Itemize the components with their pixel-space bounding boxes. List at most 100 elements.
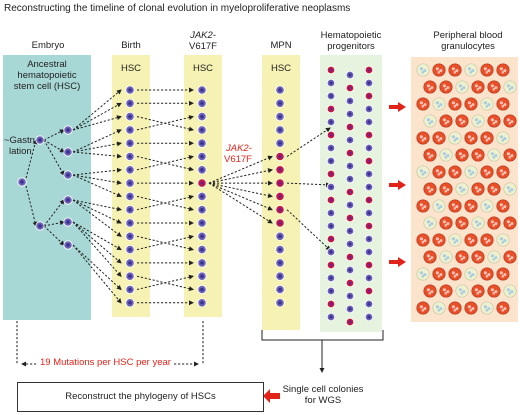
embryo-arrow-l2-2 [43,139,65,176]
arrow-to-mpn-4 [208,182,273,211]
birth-hsc-cell-1 [125,98,135,108]
progenitor-cell-5-2 [364,130,374,140]
progenitor-cell-1-0 [326,78,336,88]
arrow-to-birth-9 [72,199,122,212]
granulocyte-4-3 [464,131,478,145]
progenitor-cell-3-0 [326,104,336,114]
granulocyte-13-4 [487,284,501,298]
progenitor-cell-4-0 [326,117,336,127]
birth-hsc-cell-13 [125,258,135,268]
progenitor-cell-15-1 [345,265,355,275]
arrow-to-birth-7 [72,174,122,185]
granulocyte-0-3 [464,63,478,77]
gastrulation-label-line2: lation [9,146,32,157]
progenitor-cell-16-2 [364,273,374,283]
arrow-to-progenitors-2 [286,209,331,251]
progenitor-cell-4-2 [364,117,374,127]
progenitor-cell-10-1 [345,200,355,210]
progenitor-cell-9-0 [326,182,336,192]
progenitor-cell-0-0 [326,65,336,75]
granulocyte-8-0 [416,199,430,213]
granulocyte-10-5 [496,233,510,247]
birth-hsc-cell-5 [125,151,135,162]
progenitor-cell-6-0 [326,143,336,153]
granulocyte-8-1 [432,199,446,213]
mpn-hsc-cell-6 [275,165,285,175]
embryo-arrow-l2-5 [43,225,65,246]
mpn-hsc-cell-0 [275,85,285,95]
arrow-to-birth-1 [72,102,122,131]
granulocyte-8-3 [464,199,478,213]
hsc-tag-jak2: HSC [192,63,214,74]
birth-hsc-cell-4 [125,138,135,148]
granulocyte-0-1 [432,63,446,77]
granulocyte-10-0 [416,233,430,247]
granulocyte-10-4 [480,233,494,247]
embryo-cell-l2-3 [63,195,73,205]
stage-mpn-label: MPN [270,40,292,51]
mpn-hsc-cell-1 [275,98,285,108]
stage-progenitors-label-line2: progenitors [327,41,375,52]
granulocyte-5-3 [471,148,485,162]
granulocyte-2-0 [416,97,430,111]
progenitor-cell-0-2 [364,65,374,75]
jak2-hsc-cell-11 [197,231,207,241]
jak2-hsc-cell-9 [197,205,207,215]
jak2-hsc-cell-8 [197,191,207,201]
progenitor-cell-16-0 [326,273,336,283]
progenitor-cell-10-0 [326,195,336,205]
arrow-to-jak2-15 [136,275,194,292]
granulocyte-2-1 [432,97,446,111]
progenitor-cell-18-2 [364,299,374,309]
birth-hsc-cell-8 [125,191,135,201]
granulocyte-5-1 [439,148,453,162]
arrow-to-jak2-3 [136,116,194,132]
jak2-hsc-cell-6 [197,165,207,175]
granulocyte-9-2 [455,216,469,230]
birth-hsc-cell-3 [125,125,135,135]
progenitor-cell-14-2 [364,247,374,257]
arrow-to-mpn-1 [208,168,273,184]
phylogeny-red-arrow [263,389,280,403]
granulocyte-5-2 [455,148,469,162]
granulocyte-7-5 [503,182,517,196]
granulocyte-1-1 [439,80,453,94]
arrow-to-mpn-3 [208,182,273,199]
progenitor-cell-12-0 [326,221,336,231]
stage-birth-label: Birth [121,40,141,51]
granulocyte-13-1 [439,284,453,298]
embryo-cell-l2-4 [63,217,73,227]
arrow-to-progenitors-1 [286,182,331,188]
jak2-hsc-cell-7 [197,178,207,188]
ancestral-cell [17,177,27,187]
arrow-to-jak2-12 [136,235,194,252]
mutation-rate-label: 19 Mutations per HSC per year [38,357,173,368]
embryo-arrow-l2-4 [43,220,65,227]
hsc-tag-birth: HSC [120,63,142,74]
granulocyte-10-2 [448,233,462,247]
stage-granulocytes-label-line2: granulocytes [441,41,495,52]
progenitor-cell-11-0 [326,208,336,218]
arrow-to-birth-6 [72,167,122,176]
progenitor-cell-9-2 [364,182,374,192]
colonies-label-line2: for WGS [304,395,342,406]
mpn-hsc-cell-9 [275,205,285,215]
arrow-to-birth-0 [72,89,122,131]
granulocyte-1-3 [471,80,485,94]
progenitor-cell-6-1 [345,148,355,158]
progenitor-cell-8-1 [345,174,355,184]
granulocyte-3-0 [423,114,437,128]
granulocyte-12-4 [480,267,494,281]
birth-hsc-cell-6 [125,165,135,175]
progenitor-cell-13-1 [345,239,355,249]
progenitor-cell-14-0 [326,247,336,257]
mpn-hsc-cell-10 [275,218,285,228]
arrow-to-birth-13 [72,221,122,264]
progenitor-cell-4-1 [345,122,355,132]
granulocyte-11-3 [471,250,485,264]
progenitor-cell-3-2 [364,104,374,114]
granulocyte-4-1 [432,131,446,145]
granulocyte-6-3 [464,165,478,179]
progenitor-cell-7-0 [326,156,336,166]
granulocyte-14-3 [464,301,478,315]
